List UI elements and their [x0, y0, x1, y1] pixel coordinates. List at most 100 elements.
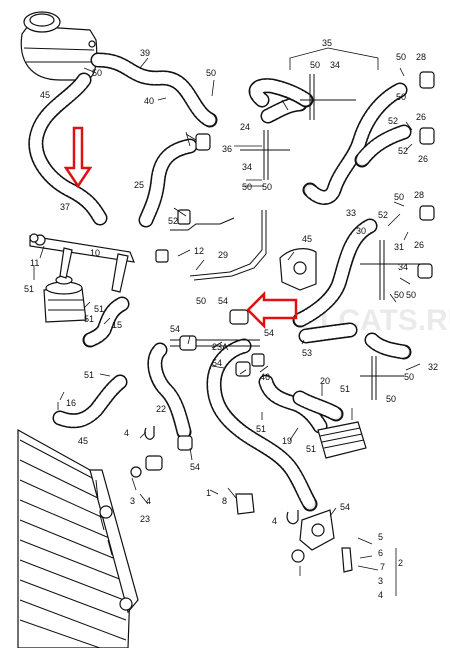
- hose-25[interactable]: [138, 138, 198, 228]
- part-label: 54: [218, 296, 228, 306]
- part-label: 52: [398, 146, 408, 156]
- bracket-8[interactable]: [235, 493, 255, 515]
- hose-24[interactable]: [260, 96, 308, 124]
- pipe-29[interactable]: [189, 210, 267, 281]
- red-arrow-down: [63, 126, 93, 189]
- part-label: 29: [218, 250, 228, 260]
- part-label: 7: [380, 562, 385, 572]
- part-label: 50: [404, 372, 414, 382]
- part-label: 10: [90, 248, 100, 258]
- part-label: 50: [394, 290, 404, 300]
- part-label: 51: [84, 314, 94, 324]
- part-label: 50: [310, 60, 320, 70]
- part-label: 54: [264, 328, 274, 338]
- coolant-pipe-10[interactable]: [29, 234, 135, 293]
- part-label: 54: [190, 462, 200, 472]
- part-label: 12: [194, 246, 204, 256]
- hose-16[interactable]: [52, 374, 128, 429]
- part-label: 34: [398, 262, 408, 272]
- part-label: 50: [386, 394, 396, 404]
- pipe-36[interactable]: [240, 130, 290, 180]
- pipe-31[interactable]: [360, 240, 430, 300]
- part-label: 45: [78, 436, 88, 446]
- part-label: 33: [346, 208, 356, 218]
- part-label: 52: [388, 116, 398, 126]
- part-label: 37: [60, 202, 70, 212]
- part-label: 24: [240, 122, 250, 132]
- part-label: 34: [242, 162, 252, 172]
- part-label: 54: [340, 502, 350, 512]
- part-label: 23: [140, 514, 150, 524]
- hose-32[interactable]: [364, 332, 412, 360]
- part-label: 51: [84, 370, 94, 380]
- part-label: 54: [170, 324, 180, 334]
- hose-53[interactable]: [298, 322, 358, 344]
- part-label: 50: [92, 68, 102, 78]
- hose-30[interactable]: [292, 218, 378, 328]
- part-label: 40: [144, 96, 154, 106]
- part-label: 50: [206, 68, 216, 78]
- part-label: 22: [156, 404, 166, 414]
- oil-cooler-19[interactable]: [317, 421, 367, 459]
- part-label: 45: [40, 90, 50, 100]
- part-label: 4: [124, 428, 129, 438]
- part-label: 19: [282, 436, 292, 446]
- part-label: 26: [416, 112, 426, 122]
- leader-lines: [33, 47, 421, 596]
- part-label: 8: [222, 496, 227, 506]
- part-label: 50: [396, 52, 406, 62]
- part-label: 35: [322, 38, 332, 48]
- hose-22[interactable]: [147, 342, 192, 440]
- part-label: 26: [414, 240, 424, 250]
- expansion-tank[interactable]: [20, 11, 98, 81]
- part-label: 6: [378, 548, 383, 558]
- part-label: 26: [418, 154, 428, 164]
- part-label: 4: [272, 516, 277, 526]
- flange-45[interactable]: [279, 248, 317, 291]
- part-label: 3: [378, 576, 383, 586]
- part-label: 51: [94, 304, 104, 314]
- hose-upper-right-2[interactable]: [354, 124, 412, 168]
- hose-33[interactable]: [302, 82, 408, 205]
- thermostat-housing[interactable]: [299, 509, 353, 573]
- hose-39[interactable]: [90, 52, 218, 128]
- hose-37[interactable]: [28, 72, 108, 226]
- clamp-rings: [29, 233, 305, 563]
- pipe-34-upper[interactable]: [300, 74, 356, 120]
- part-label: 16: [66, 398, 76, 408]
- part-label: 3: [130, 496, 135, 506]
- part-label: 46: [260, 372, 270, 382]
- part-label: 45: [302, 234, 312, 244]
- red-arrow-left: [246, 290, 298, 330]
- part-label: 23A: [212, 342, 228, 352]
- part-label: 51: [24, 284, 34, 294]
- radiator[interactable]: [17, 428, 139, 648]
- part-label: 50: [406, 290, 416, 300]
- part-label: 2: [398, 558, 403, 568]
- part-label: 11: [30, 258, 39, 268]
- part-label: 50: [262, 182, 272, 192]
- hose-main-lower[interactable]: [206, 338, 318, 512]
- hose-upper-right[interactable]: [248, 78, 314, 108]
- pipe-lower-right[interactable]: [360, 356, 404, 400]
- small-reservoir[interactable]: [43, 275, 87, 323]
- part-label: 50: [242, 182, 252, 192]
- part-label: 5: [378, 532, 383, 542]
- part-label: 53: [302, 348, 312, 358]
- part-label: 4: [378, 590, 383, 600]
- pipe-upper-left[interactable]: [170, 217, 235, 231]
- connector-pieces[interactable]: [145, 71, 435, 471]
- part-label: 28: [416, 52, 426, 62]
- part-label: 25: [134, 180, 144, 190]
- part-label: 36: [222, 144, 232, 154]
- part-label: 51: [306, 444, 316, 454]
- part-label: 30: [356, 226, 366, 236]
- part-label: 32: [428, 362, 438, 372]
- part-label: 52: [168, 216, 178, 226]
- part-label: 34: [330, 60, 340, 70]
- hose-15[interactable]: [82, 296, 130, 348]
- hose-20[interactable]: [292, 390, 344, 422]
- part-label: 50: [196, 296, 206, 306]
- part-label: 51: [340, 384, 350, 394]
- part-labels: 45 50 39 50 40 35 50 34 50 28 50 52 26 5…: [24, 38, 438, 600]
